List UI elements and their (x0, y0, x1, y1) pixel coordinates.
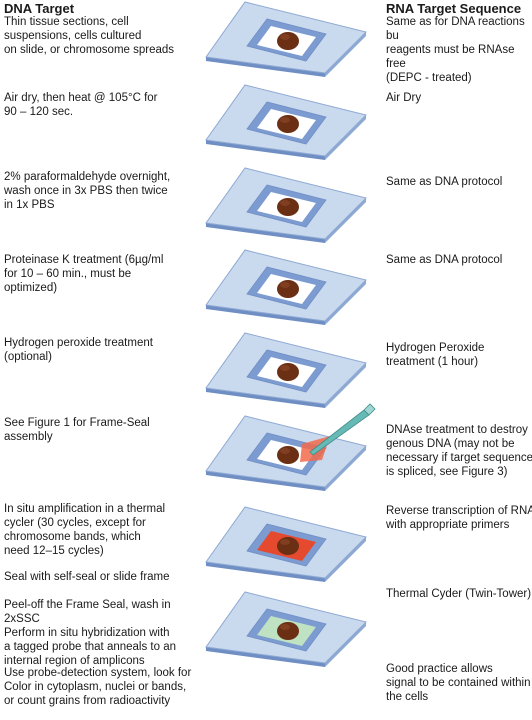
slide-side (325, 363, 366, 408)
dna-step-8: Seal with self-seal or slide frame (4, 571, 170, 583)
sample-highlight (280, 200, 290, 206)
slide-edge (206, 647, 325, 667)
dna-step-5: Hydrogen peroxide treatment (optional) (4, 337, 153, 363)
slide-edge (206, 388, 325, 408)
dna-step-2: Air dry, then heat @ 105°C for 90 – 120 … (4, 92, 158, 118)
slide-edge (206, 223, 325, 243)
slide-side (325, 622, 366, 667)
rna-step-5: Hydrogen Peroxide treatment (1 hour) (386, 342, 485, 368)
rna-step-3: Same as DNA protocol (386, 176, 503, 188)
slide-side (325, 115, 366, 160)
sample-highlight (280, 34, 290, 40)
sample-highlight (280, 117, 290, 123)
dna-step-1: Thin tissue sections, cell suspensions, … (4, 16, 175, 56)
rna-step-4: Same as DNA protocol (386, 254, 503, 266)
dna-step-3: 2% paraformaldehyde overnight, wash once… (4, 171, 171, 211)
slide-edge (206, 140, 325, 160)
slide-6 (205, 403, 376, 491)
slide-edge (206, 562, 325, 582)
slide-1 (205, 1, 367, 77)
slide-5 (205, 332, 367, 408)
rna-step-8: Thermal Cyder (Twin-Tower) (386, 588, 532, 600)
slide-edge (206, 305, 325, 325)
slide-side (325, 446, 366, 491)
slide-edge (206, 471, 325, 491)
slide-4 (205, 249, 367, 325)
rna-target-header: RNA Target Sequence (386, 1, 522, 16)
dna-step-4: Proteinase K treatment (6µg/ml for 10 – … (4, 254, 164, 294)
slide-7 (205, 506, 367, 582)
sample-highlight (280, 539, 290, 545)
slide-edge (206, 57, 325, 77)
dna-step-7: In situ amplification in a thermal cycle… (4, 503, 166, 557)
dna-step-9: Peel-off the Frame Seal, wash in 2xSSC P… (4, 599, 177, 667)
dna-target-header: DNA Target (4, 1, 75, 16)
sample-highlight (280, 365, 290, 371)
dna-step-6: See Figure 1 for Frame-Seal assembly (4, 417, 150, 443)
slide-8 (205, 591, 367, 667)
sample-highlight (280, 624, 290, 630)
slide-side (325, 198, 366, 243)
sample-highlight (280, 448, 290, 454)
rna-step-2: Air Dry (386, 92, 422, 104)
slide-side (325, 537, 366, 582)
rna-step-9: Good practice allows signal to be contai… (386, 663, 531, 703)
slide-side (325, 32, 366, 77)
slide-3 (205, 167, 367, 243)
sample-highlight (280, 282, 290, 288)
dna-step-10: Use probe-detection system, look for Col… (4, 667, 192, 707)
rna-step-6: DNAse treatment to destroy genous DNA (m… (386, 424, 532, 478)
pipette-tip (363, 403, 376, 416)
slide-side (325, 280, 366, 325)
slide-2 (205, 84, 367, 160)
rna-step-1: Same as for DNA reactions bu reagents mu… (386, 16, 525, 84)
rna-step-7: Reverse transcription of RNA with approp… (386, 505, 532, 531)
